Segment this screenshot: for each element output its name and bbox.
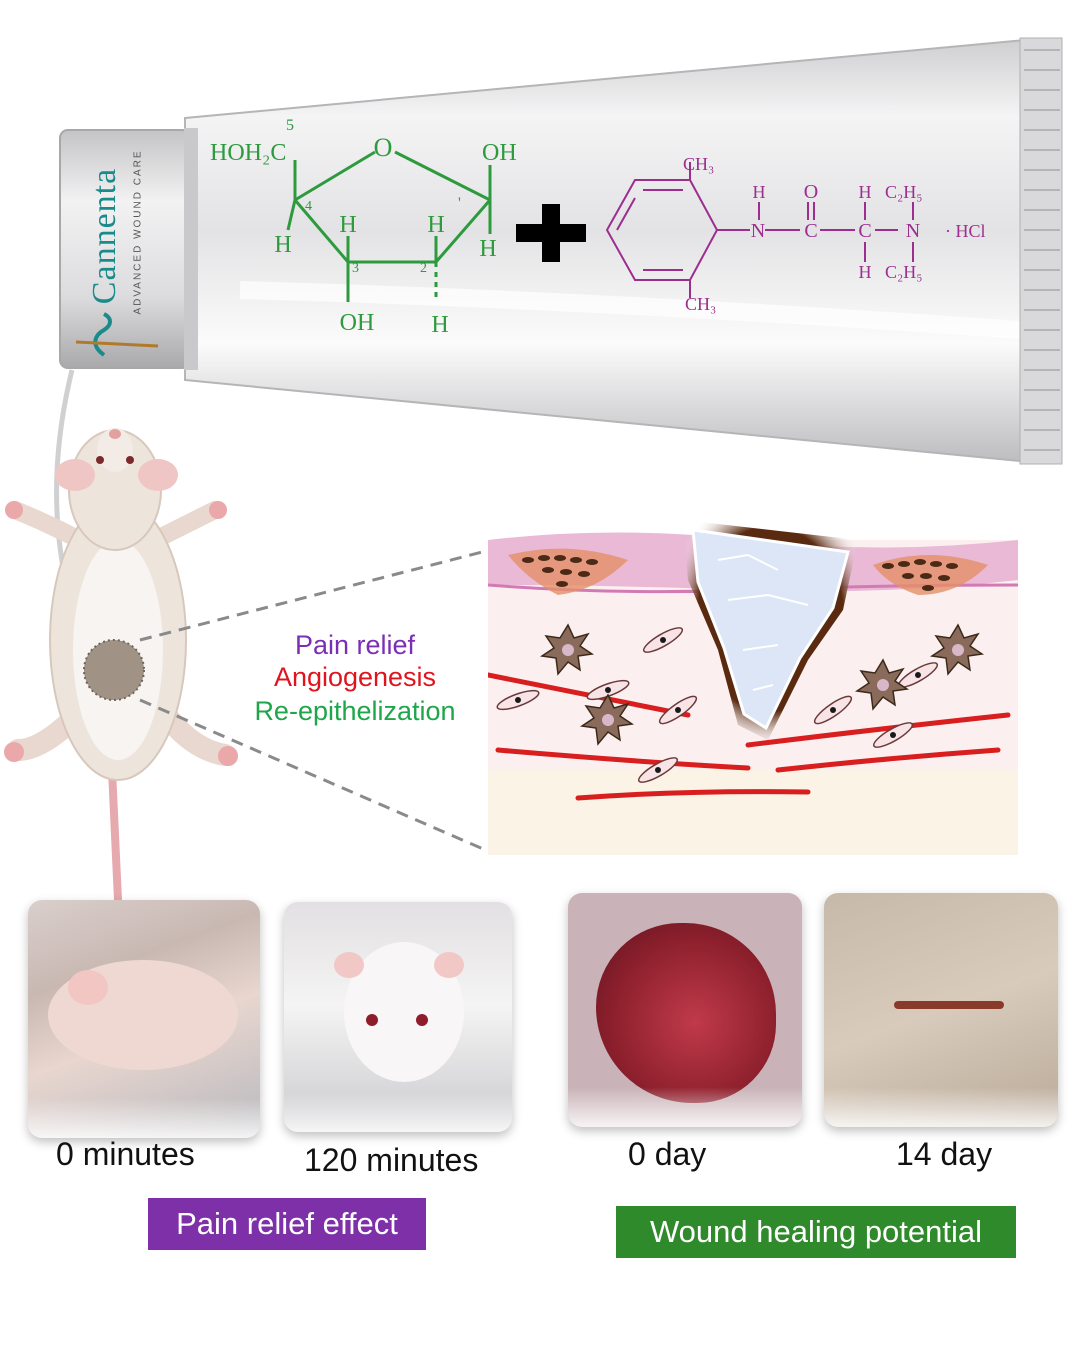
ribose-c3: 3: [352, 261, 359, 276]
caption-120-minutes: 120 minutes: [304, 1142, 479, 1178]
lido-hcl: · HCl: [945, 221, 986, 241]
brand-logo-icon: [75, 312, 159, 357]
skin-cross-section: [488, 520, 1018, 855]
lido-h-top: H: [859, 182, 872, 202]
photo-rat-120-minutes: [284, 902, 512, 1132]
effect-pain-relief: Pain relief: [294, 630, 416, 660]
lido-ch3-top: CH₃: [683, 154, 714, 174]
ribose-structure: HOH₂C 5 O OH 4 H H H ' H 3 2 OH H: [210, 117, 517, 338]
badge-wound-healing-potential: Wound healing potential: [616, 1206, 1016, 1258]
lido-n2: N: [906, 220, 920, 242]
lido-c1: C: [804, 220, 817, 242]
caption-0-minutes: 0 minutes: [56, 1136, 195, 1172]
plus-icon: [516, 204, 586, 262]
brand-name: Cannenta: [86, 167, 123, 305]
caption-0-day: 0 day: [628, 1136, 707, 1172]
ribose-oh-bottom: OH: [340, 310, 375, 336]
ribose-h-c4-out: H: [274, 232, 291, 258]
cream-tube: [59, 37, 1063, 465]
lido-h-bottom: H: [859, 262, 872, 282]
lido-c2: C: [858, 220, 871, 242]
photo-wound-0-day: [568, 893, 802, 1127]
photo-rat-0-minutes: [28, 900, 260, 1138]
ribose-c2: 2: [420, 261, 427, 276]
ribose-h-bottom: H: [431, 312, 448, 338]
lido-ch3-bottom: CH₃: [685, 294, 716, 314]
effect-angiogenesis: Angiogenesis: [273, 662, 437, 692]
lidocaine-structure: CH₃ CH₃ H N O C H C₂H₅ C N H C₂H₅ · HCl: [605, 154, 986, 314]
ribose-oxygen: O: [374, 133, 393, 162]
badge-pain-relief-effect: Pain relief effect: [148, 1198, 426, 1250]
ribose-c5: 5: [286, 117, 294, 134]
caption-14-day: 14 day: [896, 1136, 993, 1172]
brand-tagline: ADVANCED WOUND CARE: [132, 149, 144, 315]
lido-c2h5-top: C₂H₅: [885, 182, 923, 202]
ribose-h-c4-in: H: [339, 212, 356, 238]
ribose-c4: 4: [305, 199, 312, 214]
ribose-oh-top: OH: [482, 140, 517, 166]
lido-n1: N: [751, 220, 765, 242]
ribose-h-c1-in: H: [427, 212, 444, 238]
effect-re-epithelization: Re-epithelization: [254, 696, 456, 726]
lido-c2h5-bottom: C₂H₅: [885, 262, 923, 282]
photo-wound-14-day: [824, 893, 1058, 1127]
lido-o: O: [804, 181, 818, 203]
rat-illustration: [4, 369, 491, 900]
ribose-c1: ': [458, 195, 461, 212]
lido-h-n: H: [753, 182, 766, 202]
ribose-hoh2c: HOH₂C: [210, 140, 286, 166]
ribose-h-c1-out: H: [479, 236, 496, 262]
wound-site: [84, 640, 144, 700]
